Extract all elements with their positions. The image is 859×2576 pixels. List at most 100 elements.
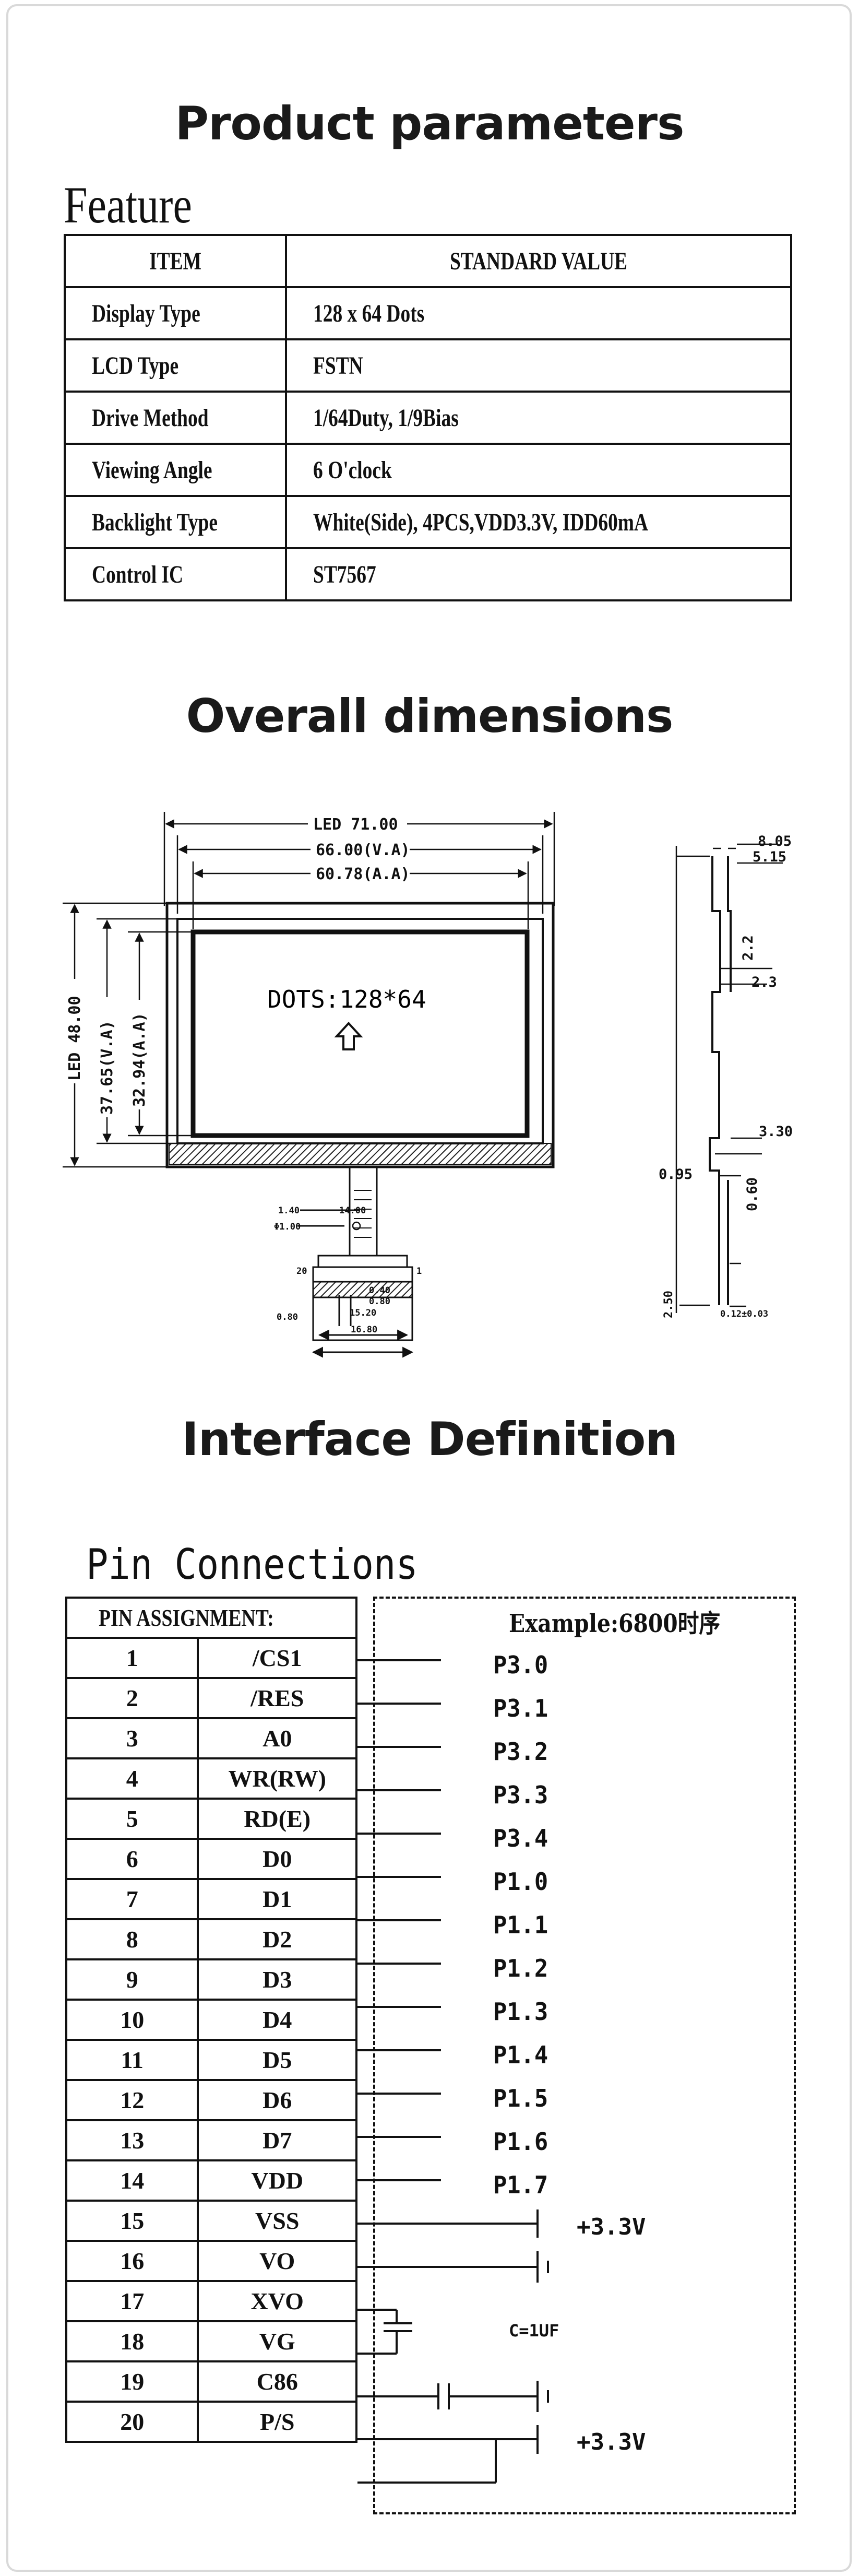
port-label: P1.1	[493, 1911, 548, 1939]
feature-value: 128 x 64 Dots	[285, 286, 792, 340]
dim-va-height: 37.65(V.A)	[98, 1020, 116, 1115]
pin-table-header: PIN ASSIGNMENT:	[65, 1597, 357, 1639]
dim-aa-height: 32.94(A.A)	[130, 1012, 149, 1107]
pin-number: 7	[65, 1878, 199, 1920]
pin-signal: VSS	[197, 2200, 357, 2242]
pin-signal: D6	[197, 2079, 357, 2121]
pin-number: 18	[65, 2320, 199, 2362]
pin-signal: A0	[197, 1717, 357, 1759]
pin-signal: VDD	[197, 2159, 357, 2202]
table-row: Drive Method 1/64Duty, 1/9Bias	[64, 391, 792, 445]
pin-signal: D0	[197, 1838, 357, 1880]
fpc-pin-20: 20	[296, 1266, 307, 1277]
c86-voltage-label: +3.3V	[577, 2429, 646, 2455]
pin-number: 19	[65, 2360, 199, 2403]
feature-value: ST7567	[285, 547, 792, 601]
vdd-voltage-label: +3.3V	[577, 2214, 646, 2240]
table-row: 2/RES	[65, 1677, 357, 1719]
pin-signal: VO	[197, 2240, 357, 2282]
fpc-pin-1: 1	[416, 1266, 422, 1277]
side-dim-0-95: 0.95	[659, 1166, 693, 1183]
arrow-up-icon	[334, 1022, 363, 1050]
side-dim-8-05: 8.05	[758, 833, 792, 849]
pin-signal: XVO	[197, 2280, 357, 2322]
feature-table-header: ITEM STANDARD VALUE	[64, 234, 792, 288]
pin-signal: C86	[197, 2360, 357, 2403]
table-row: LCD Type FSTN	[64, 338, 792, 393]
pin-number: 9	[65, 1958, 199, 2001]
fpc-dim-0-40: 0.40	[369, 1285, 390, 1296]
pin-number: 14	[65, 2159, 199, 2202]
pin-number: 3	[65, 1717, 199, 1759]
pin-number: 5	[65, 1798, 199, 1840]
dim-led-height: LED 48.00	[66, 996, 84, 1081]
side-dim-5-15: 5.15	[753, 849, 786, 865]
fpc-dim-0-80a: 0.80	[369, 1296, 390, 1307]
port-label: P3.1	[493, 1694, 548, 1722]
pin-signal: D7	[197, 2119, 357, 2161]
example-circuit-box	[373, 1597, 796, 2514]
port-label: P1.7	[493, 2171, 548, 2199]
page-frame	[6, 4, 852, 2572]
fpc-dim-14-00: 14.00	[339, 1206, 366, 1216]
feature-item: Backlight Type	[64, 495, 287, 549]
pin-number: 17	[65, 2280, 199, 2322]
pin-number: 4	[65, 1757, 199, 1800]
side-dim-3-30: 3.30	[759, 1124, 793, 1140]
feature-heading: Feature	[64, 176, 192, 234]
port-label: P1.4	[493, 2041, 548, 2069]
port-label: P1.5	[493, 2084, 548, 2112]
side-dim-2-3: 2.3	[751, 974, 777, 990]
fpc-dim-16-80: 16.80	[351, 1325, 377, 1335]
dots-label: DOTS:128*64	[267, 985, 426, 1013]
pin-signal: P/S	[197, 2401, 357, 2443]
table-row: Backlight Type White(Side), 4PCS,VDD3.3V…	[64, 495, 792, 549]
feature-value: White(Side), 4PCS,VDD3.3V, IDD60mA	[285, 495, 792, 549]
pin-signal: /RES	[197, 1677, 357, 1719]
pin-assignment-label: PIN ASSIGNMENT:	[65, 1597, 357, 1639]
capacitor-value-label: C=1UF	[509, 2321, 559, 2341]
pin-number: 1	[65, 1637, 199, 1679]
pin-connections-heading: Pin Connections	[86, 1540, 418, 1589]
port-label: P3.2	[493, 1738, 548, 1766]
port-label: P1.2	[493, 1954, 548, 1982]
feature-value: 6 O'clock	[285, 443, 792, 497]
pin-number: 13	[65, 2119, 199, 2161]
section-title-product-parameters: Product parameters	[175, 97, 685, 150]
pin-signal: D4	[197, 1999, 357, 2041]
pin-signal: D3	[197, 1958, 357, 2001]
fpc-dim-0-80b: 0.80	[277, 1312, 298, 1322]
example-label: Example:6800时序	[509, 1609, 721, 1638]
feature-item: Control IC	[64, 547, 287, 601]
fpc-dim-hole: Φ1.00	[274, 1222, 301, 1232]
fpc-dim-15-20: 15.20	[350, 1308, 376, 1318]
fpc-dim-1-40: 1.40	[278, 1206, 300, 1216]
feature-header-value: STANDARD VALUE	[285, 234, 792, 288]
pin-number: 20	[65, 2401, 199, 2443]
port-label: P3.3	[493, 1781, 548, 1809]
dim-va-width: 66.00(V.A)	[316, 841, 410, 859]
feature-value: FSTN	[285, 338, 792, 393]
port-label: P3.0	[493, 1651, 548, 1679]
port-label: P1.3	[493, 1998, 548, 2026]
side-dim-0-12: 0.12±0.03	[720, 1309, 768, 1319]
side-dim-0-60: 0.60	[744, 1177, 760, 1211]
section-title-overall-dimensions: Overall dimensions	[186, 689, 674, 743]
